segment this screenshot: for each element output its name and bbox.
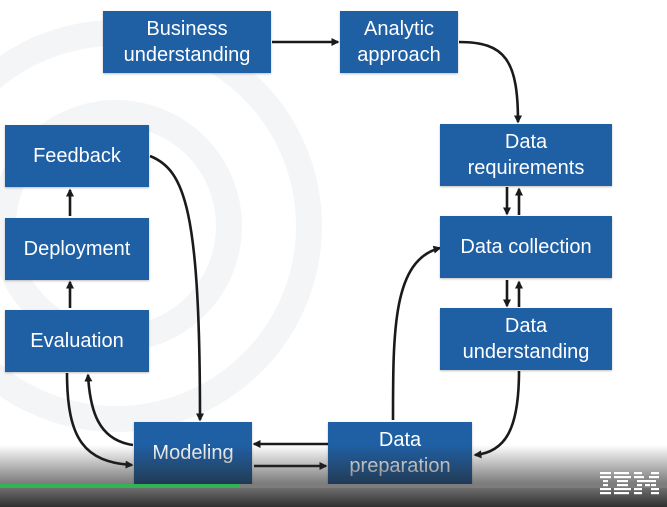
arrow-understanding-to-preparation	[473, 370, 521, 459]
node-analytic-approach: Analytic approach	[340, 11, 458, 73]
node-feedback: Feedback	[5, 125, 149, 187]
node-deployment: Deployment	[5, 218, 149, 280]
arrow-analytic-to-requirements	[458, 40, 522, 124]
video-bottom-shade	[0, 445, 667, 507]
node-data-collection: Data collection	[440, 216, 612, 278]
video-progress-fill	[0, 484, 241, 488]
node-data-understanding: Data understanding	[440, 308, 612, 370]
node-evaluation: Evaluation	[5, 310, 149, 372]
node-business-understanding: Business understanding	[103, 11, 271, 73]
video-progress-bar[interactable]	[0, 484, 667, 488]
node-data-requirements: Data requirements	[440, 124, 612, 186]
arrow-feedback-to-modeling	[149, 154, 204, 422]
ibm-logo	[600, 472, 659, 495]
arrow-modeling-to-evaluation	[84, 373, 134, 447]
arrow-preparation-to-collection	[391, 245, 442, 421]
